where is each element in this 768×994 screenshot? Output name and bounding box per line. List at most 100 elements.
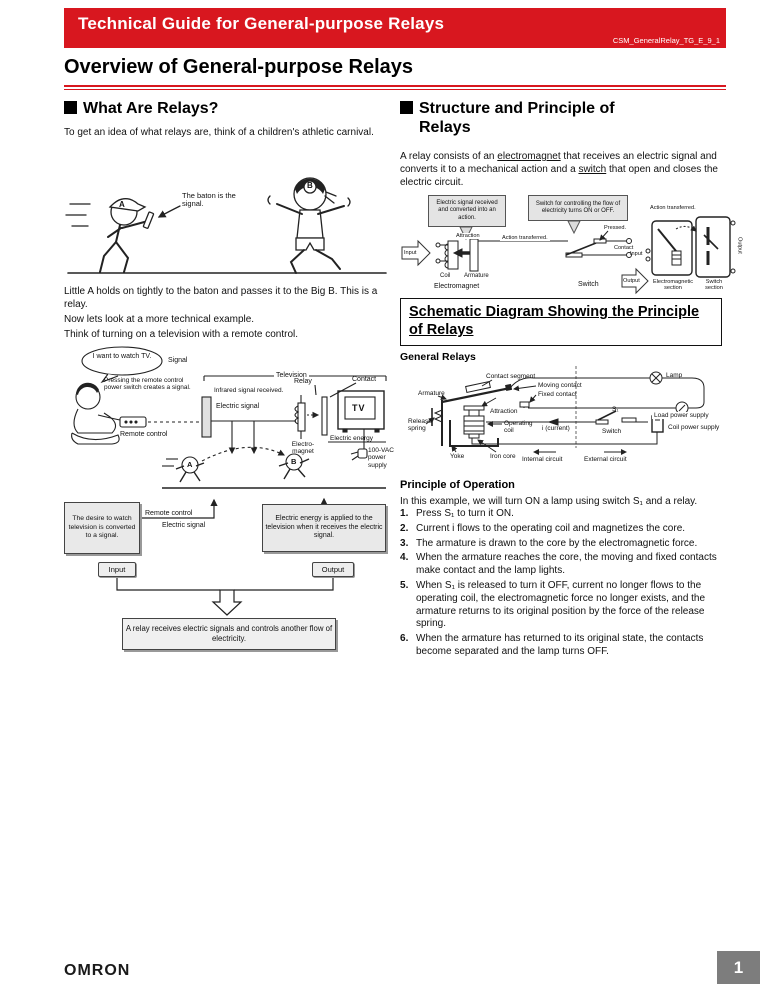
fixed-contact-label: Fixed contact: [538, 391, 577, 398]
switch-section-label: Switch section: [705, 279, 723, 292]
electromagnet-label: Electro-magnet: [291, 441, 315, 456]
contact-label: Contact: [352, 376, 377, 383]
step-2: Current i flows to the operating coil an…: [400, 522, 686, 536]
moving-contact-label: Moving contact: [538, 382, 582, 389]
general-relays-label: General Relays: [400, 351, 476, 363]
flow-output-chip: Output: [312, 562, 354, 577]
structure-output-arrow-label: Output: [623, 278, 640, 284]
electric-signal-label: Electric signal: [216, 403, 260, 410]
left-intro: To get an idea of what relays are, think…: [64, 127, 374, 138]
structure-output-side-label: Output: [736, 237, 743, 254]
action-transferred-label: Action transferred.: [500, 235, 550, 242]
structure-drawing: [401, 216, 736, 295]
runners-drawing: [65, 177, 387, 274]
iron-core-label: Iron core: [490, 453, 516, 460]
television-label: Television: [274, 372, 309, 380]
electromagnet-label: Electromagnet: [434, 283, 480, 290]
right-intro: A relay consists of an electromagnet tha…: [400, 150, 722, 189]
mini-runner-b: B: [291, 457, 297, 466]
intro-part-3: that open and closes the electric circui…: [400, 164, 718, 188]
page-title: Overview of General-purpose Relays: [64, 56, 414, 78]
omron-logo: OMRON: [64, 962, 131, 979]
coil-supply-label: Coil power supply: [668, 424, 720, 431]
heading-text: Structure and Principle of Relays: [419, 100, 615, 137]
banner-title: Technical Guide for General-purpose Rela…: [78, 14, 445, 33]
baton-note: The baton is the signal.: [182, 191, 236, 209]
structure-diagram: Electric signal received and converted i…: [400, 195, 760, 295]
tv-remote-diagram: I want to watch TV. Signal Pressing the …: [64, 345, 394, 493]
section-marker-icon: [400, 101, 413, 114]
contact-segment-label: Contact segment: [486, 373, 536, 380]
runner-b-letter: B: [307, 181, 313, 190]
left-caption-3: Think of turning on a television with a …: [64, 329, 299, 340]
section-marker-icon: [64, 101, 77, 114]
relay-schematic: Contact segment Moving contact Fixed con…: [408, 364, 760, 476]
flow-chart-drawing: [116, 497, 334, 616]
schematic-heading-box: Schematic Diagram Showing the Principle …: [400, 298, 722, 347]
s1-label: S₁: [612, 406, 619, 413]
title-rule: [64, 85, 726, 90]
intro-underline-electromagnet: electromagnet: [497, 151, 561, 162]
doc-code: CSM_GeneralRelay_TG_E_9_1: [612, 36, 720, 45]
intro-underline-switch: switch: [578, 164, 607, 175]
tv-diagram-drawing: [71, 346, 387, 489]
left-caption-2: Now lets look at a more technical exampl…: [64, 314, 255, 325]
external-circuit-label: External circuit: [584, 456, 627, 463]
page-number-badge: 1: [717, 951, 760, 984]
flow-chart: The desire to watch television is conver…: [64, 494, 390, 654]
step-4: When the armature reaches the core, the …: [400, 552, 717, 577]
signal-label: Signal: [168, 357, 188, 364]
header-banner: Technical Guide for General-purpose Rela…: [64, 8, 726, 48]
armature-label: Armature: [464, 273, 489, 279]
attraction-label: Attraction: [456, 233, 480, 240]
structure-callout-2: Switch for controlling the flow of elect…: [528, 195, 628, 221]
speech-bubble-text: I want to watch TV.: [92, 353, 152, 360]
intro-part-2: that receives an electric signal and con…: [400, 151, 717, 175]
coil-label: Coil: [440, 273, 451, 279]
pressed-label: Pressed.: [604, 225, 627, 231]
em-section-label: Electromagnetic section: [652, 279, 694, 292]
current-label: i (current): [542, 425, 570, 432]
relay-schematic-drawing: [425, 366, 705, 455]
structure-callout-1: Electric signal received and converted i…: [428, 195, 506, 227]
tv-screen-label: TV: [352, 403, 366, 413]
flow-box-desire: The desire to watch television is conver…: [64, 502, 140, 554]
principle-heading: Principle of Operation: [400, 479, 515, 491]
flow-signal-label: Electric signal: [162, 522, 206, 529]
left-caption-1: Little A holds on tightly to the baton a…: [64, 286, 378, 310]
infrared-label: Infrared signal received.: [214, 387, 284, 394]
runners-illustration: A B The baton is the signal.: [64, 154, 390, 282]
section-heading-structure: Structure and Principle of Relays: [400, 99, 660, 137]
switch-label: Switch: [578, 281, 599, 288]
load-supply-label: Load power supply: [652, 412, 711, 420]
armature-label: Armature: [418, 390, 445, 397]
section-heading-what-are-relays: What Are Relays?: [64, 99, 218, 118]
operating-coil-label: Operating coil: [504, 420, 533, 435]
yoke-label: Yoke: [450, 453, 465, 460]
flow-conclusion-box: A relay receives electric signals and co…: [122, 618, 336, 650]
principle-intro: In this example, we will turn ON a lamp …: [400, 496, 698, 507]
electric-energy-label: Electric energy: [330, 435, 373, 442]
structure-input-label: Input: [404, 250, 417, 256]
attraction-label: Attraction: [488, 408, 520, 416]
heading-text: What Are Relays?: [83, 100, 219, 117]
flow-input-chip: Input: [98, 562, 136, 577]
step-1: Press S₁ to turn it ON.: [400, 508, 514, 521]
switch-label: Switch: [602, 428, 622, 435]
action-transferred-label-2: Action transferred.: [650, 205, 696, 211]
contact-label: Contact: [614, 245, 634, 251]
remote-control-label: Remote control: [120, 431, 168, 438]
intro-part-1: A relay consists of an: [400, 151, 498, 162]
step-5: When S₁ is released to turn it OFF, curr…: [400, 579, 706, 630]
step-3: The armature is drawn to the core by the…: [400, 537, 698, 551]
power-supply-label: 100-VAC power supply: [368, 447, 394, 469]
pressing-note: Pressing the remote control power switch…: [104, 377, 191, 392]
step-6: When the armature has returned to its or…: [400, 633, 704, 657]
mini-runner-a: A: [187, 460, 193, 469]
runner-a-letter: A: [119, 200, 125, 209]
release-spring-label: Release spring: [408, 418, 432, 433]
flow-remote-label: Remote control: [145, 510, 193, 517]
flow-box-energy: Electric energy is applied to the televi…: [262, 504, 386, 552]
principle-steps: Press S₁ to turn it ON. Current i flows …: [400, 508, 730, 661]
